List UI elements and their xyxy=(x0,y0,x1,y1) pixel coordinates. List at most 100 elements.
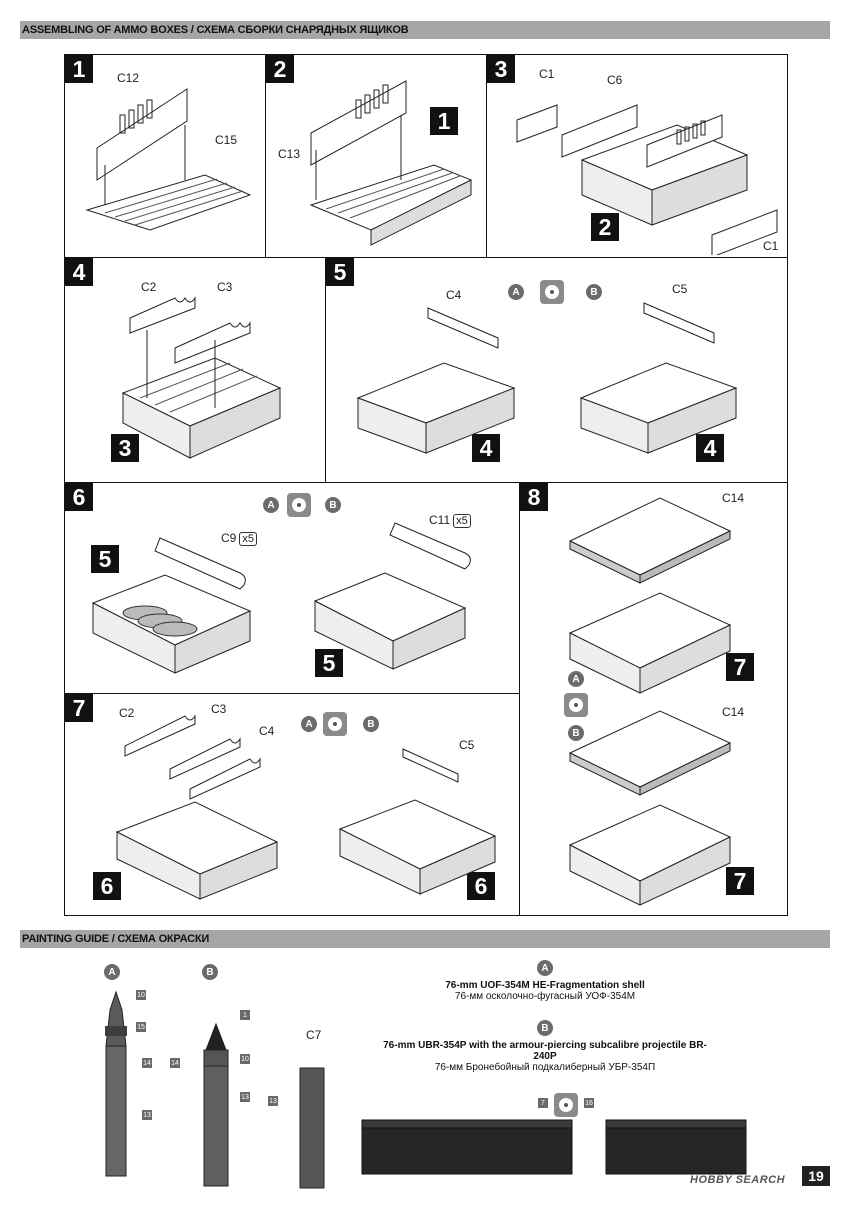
step-7-ref-b: 6 xyxy=(467,872,495,900)
caption-a-badge: A xyxy=(537,960,553,976)
step-7-variant-a: A xyxy=(301,716,317,732)
step-5-variant-a: A xyxy=(508,284,524,300)
step-2-drawing xyxy=(309,80,473,246)
step-7-label-c2: C2 xyxy=(119,706,135,720)
ammo-box-drawing xyxy=(361,1119,747,1175)
step-6-mult-c9: x5 xyxy=(239,532,257,546)
step-8-drawing xyxy=(568,497,732,906)
caption-a: 76-mm UOF-354M HE-Fragmentation shell 76… xyxy=(380,980,710,1002)
shell-a-code-4: 13 xyxy=(142,1110,152,1120)
step-7-drawing xyxy=(115,714,497,900)
step-6-mult-c11: x5 xyxy=(453,514,471,528)
paint-variant-a: A xyxy=(104,964,120,980)
shell-b-code-2: 10 xyxy=(240,1054,250,1064)
step-8-variant-a: A xyxy=(568,671,584,687)
shell-a-code-2: 15 xyxy=(136,1022,146,1032)
step-2-number: 2 xyxy=(266,55,294,83)
step-4-panel: 4 C2 C3 3 xyxy=(64,257,326,483)
step-8-ref-a: 7 xyxy=(726,653,754,681)
step-6-swap-icon xyxy=(287,493,311,517)
step-6-label-c9-text: C9 xyxy=(221,531,237,545)
step-6-ref-a: 5 xyxy=(91,545,119,573)
step-7-panel: 7 C2 C3 C4 C5 A B 6 6 xyxy=(64,693,520,916)
page-number: 19 xyxy=(802,1166,830,1186)
step-4-number: 4 xyxy=(65,258,93,286)
assembly-header-text: ASSEMBLING OF AMMO BOXES / СХЕМА СБОРКИ … xyxy=(22,24,409,36)
step-6-drawing xyxy=(91,522,471,674)
step-6-ref-b: 5 xyxy=(315,649,343,677)
step-8-panel: 8 C14 C14 7 7 A B xyxy=(519,482,788,916)
paint-variant-b: B xyxy=(202,964,218,980)
step-4-label-c3: C3 xyxy=(217,280,233,294)
step-2-label-c13: C13 xyxy=(278,147,301,161)
box-swap-icon xyxy=(554,1093,578,1117)
step-7-ref-a: 6 xyxy=(93,872,121,900)
step-4-ref: 3 xyxy=(111,434,139,462)
step-5-number: 5 xyxy=(326,258,354,286)
step-7-label-c4: C4 xyxy=(259,724,275,738)
box-code-1: 7 xyxy=(538,1098,548,1108)
step-8-number: 8 xyxy=(520,483,548,511)
step-1-number: 1 xyxy=(65,55,93,83)
step-2-panel: 2 C13 1 xyxy=(265,54,487,258)
shell-b-drawing xyxy=(203,1022,229,1187)
step-3-ref: 2 xyxy=(591,213,619,241)
casing-label: C7 xyxy=(306,1028,322,1042)
casing-drawing xyxy=(299,1067,325,1189)
step-3-number: 3 xyxy=(487,55,515,83)
step-3-panel: 3 C1 C6 C1 2 xyxy=(486,54,788,258)
step-3-label-c1-top: C1 xyxy=(539,67,555,81)
step-3-label-c1-bottom: C1 xyxy=(763,239,779,253)
step-7-label-c5: C5 xyxy=(459,738,475,752)
step-5-variant-b: B xyxy=(586,284,602,300)
step-7-swap-icon xyxy=(323,712,347,736)
caption-b: 76-mm UBR-354P with the armour-piercing … xyxy=(380,1040,710,1073)
shell-a-code-1: 10 xyxy=(136,990,146,1000)
box-code-2: 16 xyxy=(584,1098,594,1108)
step-6-number: 6 xyxy=(65,483,93,511)
caption-b-en: 76-mm UBR-354P with the armour-piercing … xyxy=(383,1040,707,1062)
step-6-label-c11-text: C11 xyxy=(429,513,451,527)
step-5-ref-a: 4 xyxy=(472,434,500,462)
step-5-swap-icon xyxy=(540,280,564,304)
step-1-panel: 1 C12 C15 xyxy=(64,54,266,258)
casing-code: 13 xyxy=(268,1096,278,1106)
step-5-drawing xyxy=(356,302,738,454)
step-7-number: 7 xyxy=(65,694,93,722)
step-8-ref-b: 7 xyxy=(726,867,754,895)
assembly-header: ASSEMBLING OF AMMO BOXES / СХЕМА СБОРКИ … xyxy=(20,21,830,39)
caption-b-ru: 76-мм Бронебойный подкалиберный УБР-354П xyxy=(434,1062,656,1073)
step-1-label-c15: C15 xyxy=(215,133,238,147)
step-6-variant-b: B xyxy=(325,497,341,513)
painting-header: PAINTING GUIDE / СХЕМА ОКРАСКИ xyxy=(20,930,830,948)
caption-b-badge: B xyxy=(537,1020,553,1036)
step-7-label-c3: C3 xyxy=(211,702,227,716)
caption-a-en: 76-mm UOF-354M HE-Fragmentation shell xyxy=(445,980,645,991)
step-5-panel: 5 A B C4 C5 4 4 xyxy=(325,257,788,483)
step-1-label-c12: C12 xyxy=(117,71,140,85)
shell-b-code-1: 1 xyxy=(240,1010,250,1020)
step-5-ref-b: 4 xyxy=(696,434,724,462)
step-8-variant-b: B xyxy=(568,725,584,741)
step-8-label-c14-bottom: C14 xyxy=(722,705,745,719)
shell-a-code-3: 14 xyxy=(142,1058,152,1068)
step-5-label-c4: C4 xyxy=(446,288,462,302)
step-7-variant-b: B xyxy=(363,716,379,732)
step-4-drawing xyxy=(121,296,282,459)
step-8-swap-icon xyxy=(564,693,588,717)
caption-a-ru: 76-мм осколочно-фугасный УОФ-354М xyxy=(454,991,636,1002)
step-8-label-c14-top: C14 xyxy=(722,491,745,505)
step-2-ref: 1 xyxy=(430,107,458,135)
shell-a-drawing xyxy=(105,990,127,1177)
watermark: HOBBY SEARCH xyxy=(690,1174,786,1186)
step-5-label-c5: C5 xyxy=(672,282,688,296)
step-3-drawing xyxy=(516,104,778,255)
painting-header-text: PAINTING GUIDE / СХЕМА ОКРАСКИ xyxy=(22,933,210,945)
shell-b-code-4: 13 xyxy=(240,1092,250,1102)
step-6-variant-a: A xyxy=(263,497,279,513)
shell-b-code-3: 14 xyxy=(170,1058,180,1068)
step-1-drawing xyxy=(85,88,252,231)
